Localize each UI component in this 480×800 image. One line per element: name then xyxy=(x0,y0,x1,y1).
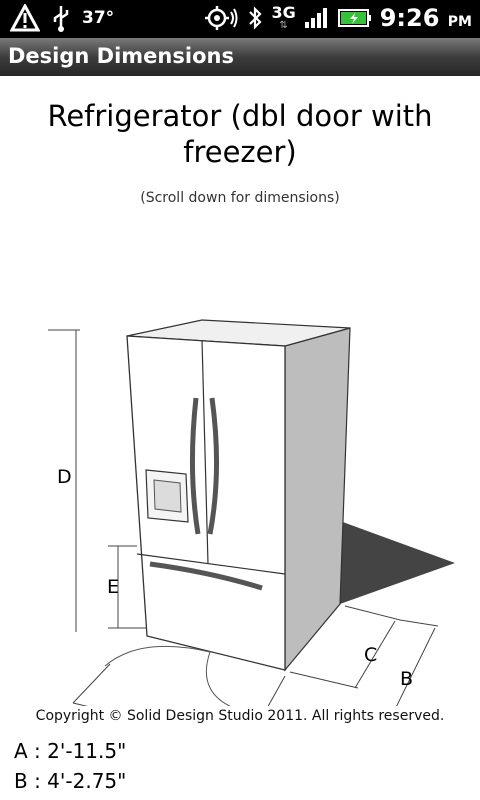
dimension-line-c xyxy=(289,605,401,689)
signal-strength-icon xyxy=(304,8,327,28)
bluetooth-icon xyxy=(249,6,263,30)
dimensions-list: A : 2'-11.5" B : 4'-2.75" xyxy=(14,736,126,796)
door-swing-arc-left xyxy=(104,645,211,667)
app-title-bar: Design Dimensions xyxy=(0,38,480,76)
status-bar: 37° 3G ⇅ 9:26 PM xyxy=(0,0,480,38)
refrigerator-diagram: D E A C B xyxy=(48,319,455,706)
label-b: B xyxy=(400,668,413,690)
freezer-handle xyxy=(149,561,263,591)
battery-charging-icon xyxy=(337,9,371,27)
label-e: E xyxy=(107,576,119,598)
label-c: C xyxy=(364,644,377,666)
dimension-line-e xyxy=(108,545,147,629)
app-title: Design Dimensions xyxy=(8,44,234,68)
gps-icon xyxy=(205,6,238,30)
dimension-b: B : 4'-2.75" xyxy=(14,769,127,793)
scroll-hint: (Scroll down for dimensions) xyxy=(140,190,340,206)
page-title: Refrigerator (dbl door with freezer) xyxy=(47,99,433,169)
clock: 9:26 PM xyxy=(379,4,472,32)
dimension-line-a xyxy=(72,663,286,706)
temperature-readout: 37° xyxy=(82,8,115,28)
label-d: D xyxy=(57,466,72,488)
dimension-line-d xyxy=(48,329,80,632)
fridge-side xyxy=(284,327,351,672)
right-door-handle xyxy=(207,397,220,535)
dimension-a: A : 2'-11.5" xyxy=(14,739,127,763)
dimension-line-b xyxy=(396,619,439,706)
door-split-line xyxy=(201,339,209,565)
content-area[interactable]: Refrigerator (dbl door with freezer) (Sc… xyxy=(0,76,480,800)
warning-icon xyxy=(10,4,40,32)
left-door-handle xyxy=(189,397,201,535)
copyright-notice: Copyright © Solid Design Studio 2011. Al… xyxy=(35,708,445,724)
freezer-line xyxy=(136,553,286,575)
usb-icon xyxy=(53,6,69,32)
door-swing-arc-right xyxy=(205,651,231,706)
network-type: 3G ⇅ xyxy=(271,3,296,31)
